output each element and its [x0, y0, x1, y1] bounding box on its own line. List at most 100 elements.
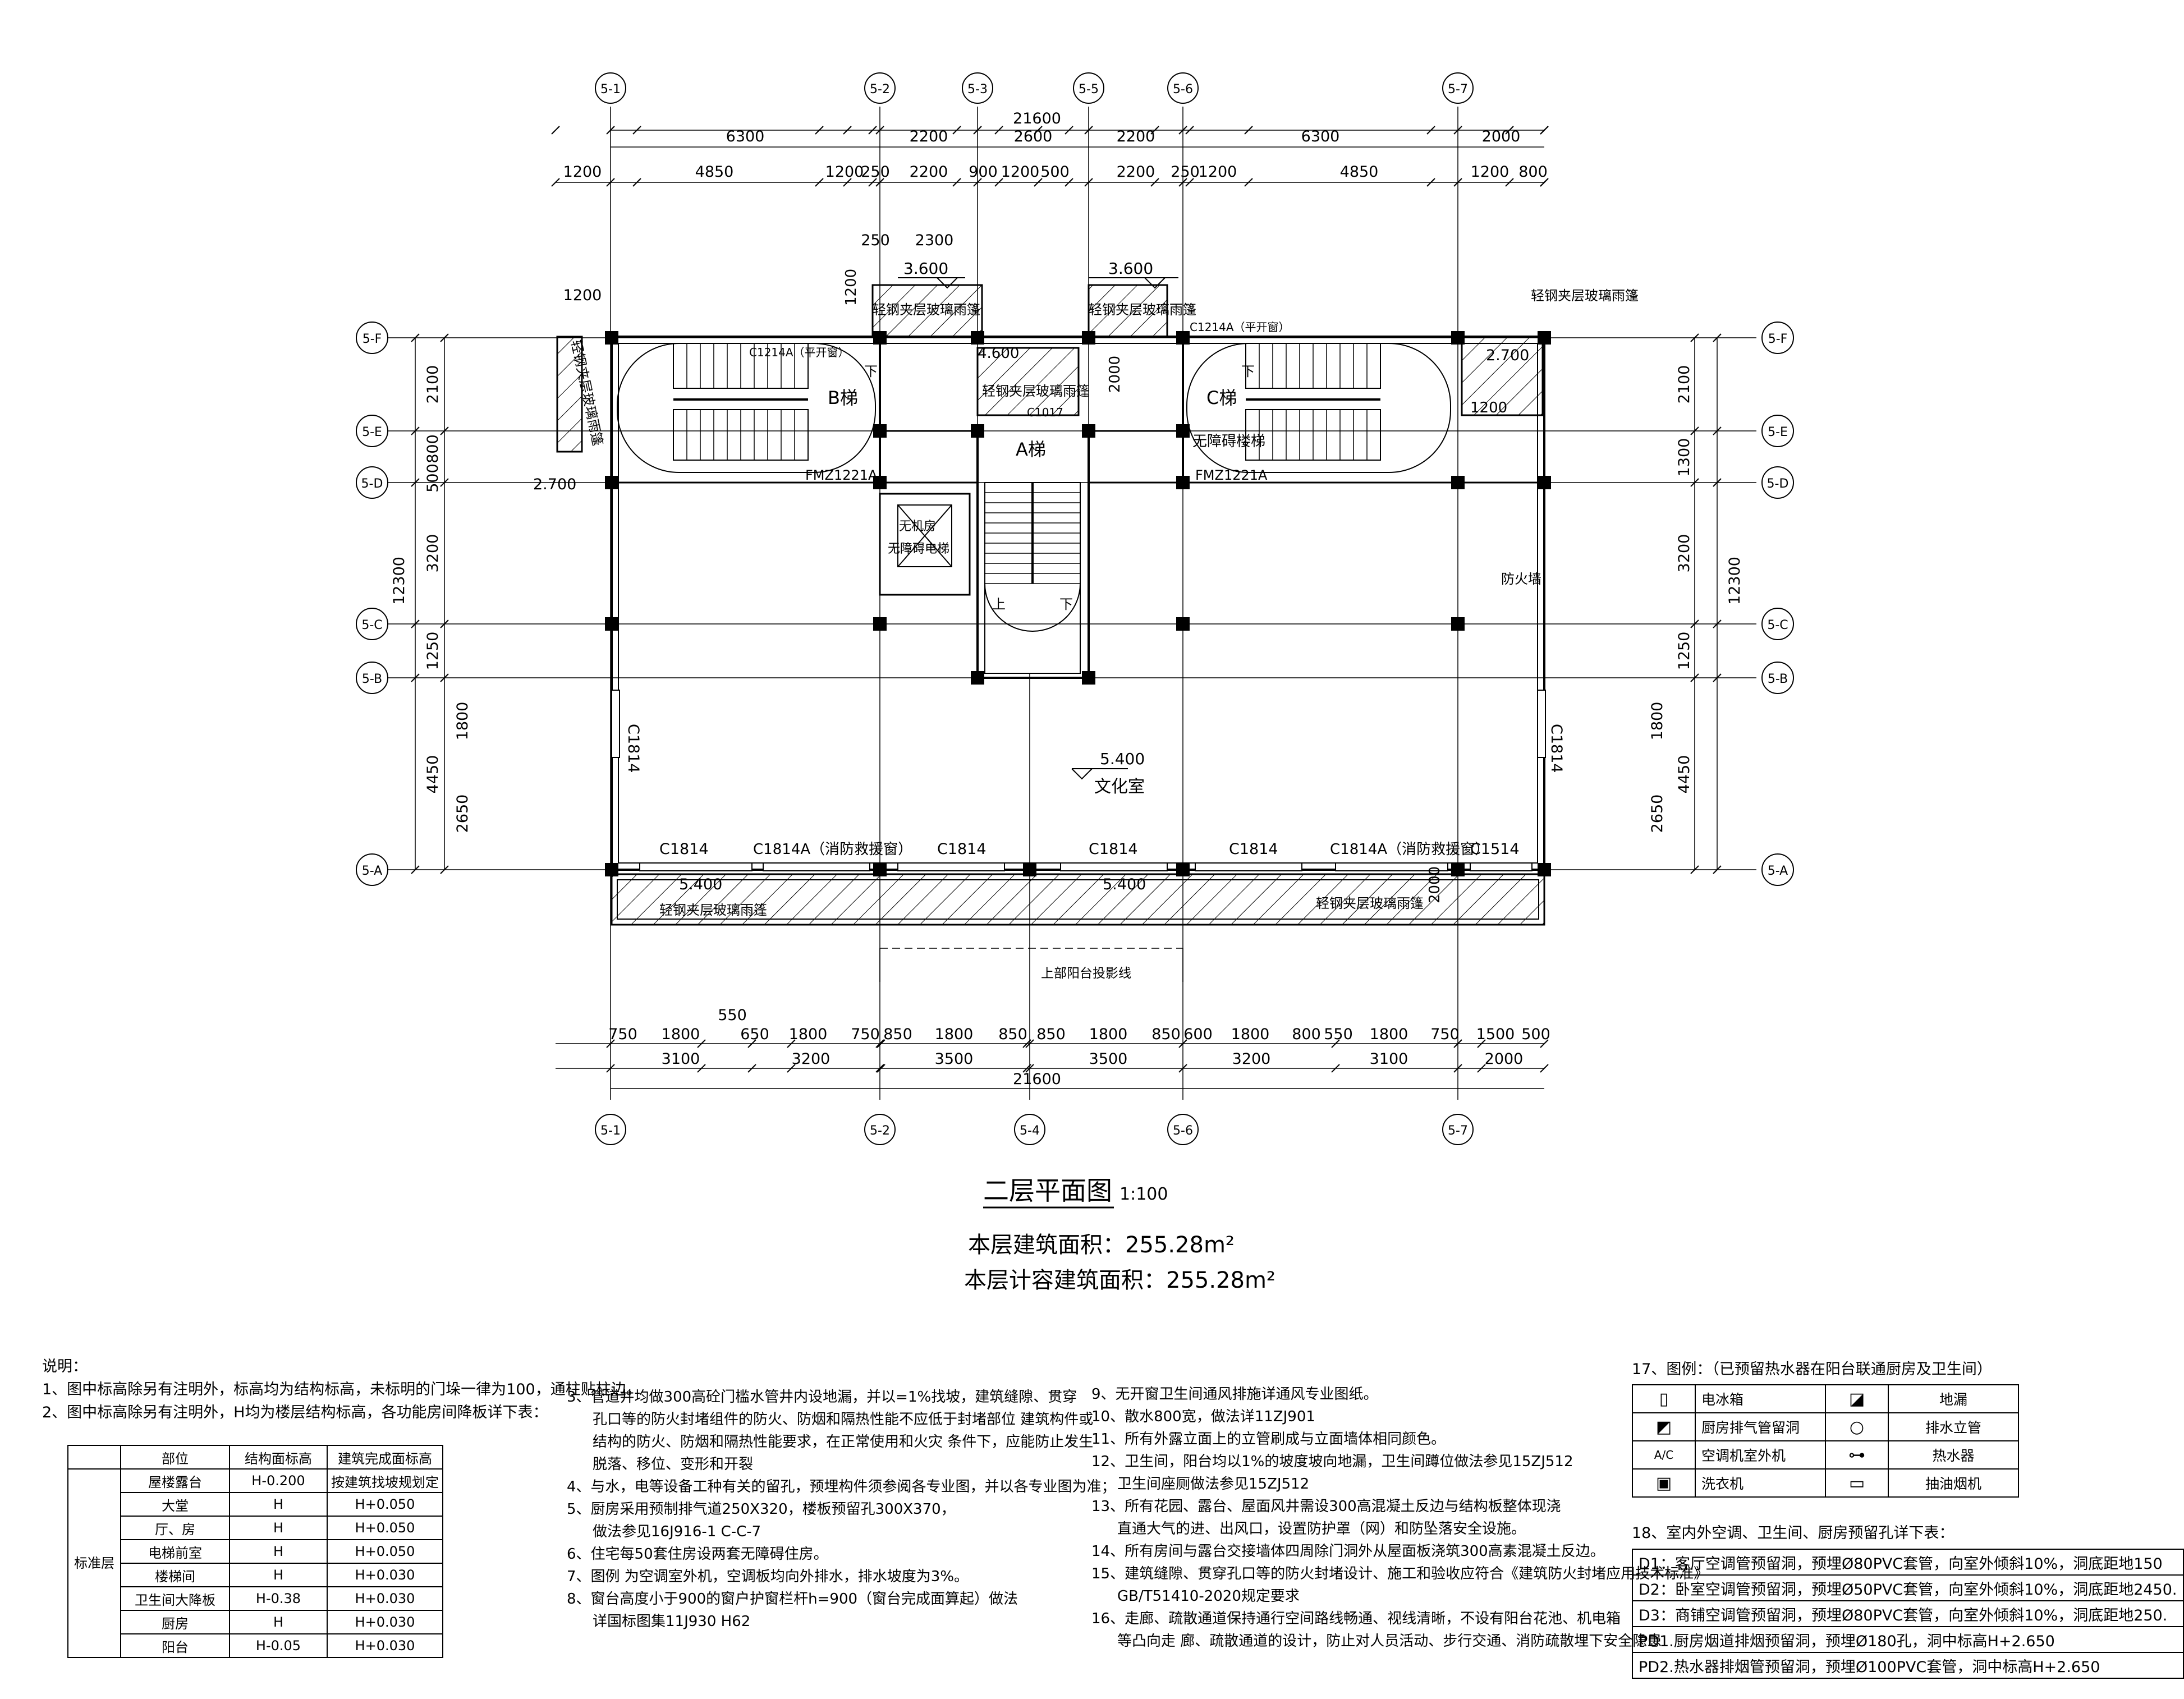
dim-text: 12300	[1726, 557, 1743, 605]
stair-label: A梯	[1016, 439, 1046, 460]
dim-text: 1800	[662, 1026, 700, 1043]
note-line: 11、所有外露立面上的立管刷成与立面墙体相同颜色。	[1091, 1431, 1446, 1448]
column	[1538, 331, 1551, 345]
axis-label: 5-B	[362, 672, 382, 686]
dim-text: 750	[608, 1026, 637, 1043]
note-line: 卫生间座厕做法参见15ZJ512	[1117, 1476, 1310, 1493]
dim-tick	[1690, 619, 1699, 628]
axis-bottom-5: 5-7	[1442, 1114, 1474, 1145]
level-table-cell: H-0.38	[229, 1586, 328, 1611]
dim-tick	[747, 1064, 756, 1073]
floor-drain-icon: ◪	[1825, 1384, 1889, 1413]
dim-tick	[411, 426, 420, 435]
dim-tick	[606, 178, 615, 187]
axis-left-D: 5-D	[356, 466, 388, 499]
fridge-icon: ▯	[1632, 1384, 1696, 1413]
window-label: C1814	[625, 724, 642, 773]
holes-row: D2：卧室空调管预留洞，预埋Ø50PVC套管，向室外倾斜10%，洞底距地2450…	[1632, 1574, 2184, 1601]
dim-text: 3200	[1676, 534, 1693, 573]
level-table-cell: H-0.200	[229, 1468, 328, 1493]
column	[605, 617, 618, 631]
level-table-group: 标准层	[67, 1468, 121, 1658]
dim-tick	[1426, 178, 1435, 187]
dim-tick	[1331, 1039, 1340, 1048]
level-table-cell: H+0.030	[327, 1586, 443, 1611]
dim-text: 600	[1183, 1026, 1213, 1043]
note-line: 详国标图集11J930 H62	[593, 1613, 751, 1630]
level-table-cell: H	[229, 1563, 328, 1587]
dim-tick	[994, 126, 1003, 135]
legend-label: 排水立管	[1888, 1412, 2019, 1441]
dim-text: 850	[883, 1026, 912, 1043]
column	[1023, 863, 1036, 876]
dim-text: 500	[424, 463, 442, 493]
axis-label: 5-2	[870, 1124, 890, 1138]
level-table-cell: 厨房	[120, 1610, 230, 1634]
elevator-label: 无机房	[899, 520, 936, 534]
stair-direction: 下	[864, 364, 878, 379]
dim-text: 850	[998, 1026, 1027, 1043]
dim-text: 1250	[424, 632, 442, 671]
dim-text: 1800	[454, 702, 471, 741]
elevation-mark: 2.700	[533, 476, 576, 493]
dim-tick	[1713, 426, 1722, 435]
dimension-text: 21600 6300 2200 2600 2200 6300 2000 1200…	[563, 110, 1548, 304]
notes-col-3: 9、无开窗卫生间通风排施详通风专业图纸。 10、散水800宽，做法详11ZJ90…	[1091, 1383, 1708, 1652]
note-line: 4、与水，电等设备工种有关的留孔，预埋构件须参阅各专业图，并以各专业图为准；	[567, 1478, 1116, 1495]
dim-text: 2300	[915, 232, 954, 249]
note-line: 直通大气的进、出风口，设置防护罩（网）和防坠落安全设施。	[1117, 1521, 1526, 1537]
stair-a-treads	[985, 482, 1080, 584]
axis-label: 5-B	[1768, 672, 1788, 686]
dim-tick	[973, 126, 982, 135]
window-label: C1814A（消防救援窗）	[753, 841, 912, 858]
dim-tick	[1178, 1039, 1187, 1048]
dim-text: 1200	[563, 287, 602, 304]
dim-text: 1200	[843, 269, 860, 306]
dim-tick	[1505, 178, 1514, 187]
axis-label: 5-1	[600, 82, 621, 97]
level-table-cell: 电梯前室	[120, 1539, 230, 1564]
dim-tick	[411, 333, 420, 342]
column	[1451, 476, 1465, 489]
window-label: C1814	[1548, 724, 1565, 773]
canopy-label: 轻钢夹层玻璃雨篷	[982, 383, 1090, 399]
note-line: 等凸向走 廊、疏散通道的设计，防止对人员活动、步行交通、消防疏散埋下安全隐患	[1117, 1633, 1662, 1650]
dim-text: 1200	[1001, 163, 1040, 181]
note-line: 6、住宅每50套住房设两套无障碍住房。	[567, 1546, 828, 1563]
firewall-label: 防火墙	[1501, 571, 1541, 587]
axis-label: 5-F	[363, 332, 382, 346]
dim-text: 1800	[1089, 1026, 1128, 1043]
dim-tick	[1034, 178, 1043, 187]
dim-tick	[1713, 865, 1722, 874]
axis-label: 5-4	[1020, 1124, 1040, 1138]
window-label: C1514	[1470, 841, 1520, 858]
dim-text: 2100	[424, 365, 442, 404]
dim-tick	[440, 333, 449, 342]
dim-tick	[747, 1039, 756, 1048]
dim-text: 4850	[1340, 163, 1379, 181]
kitchen-exhaust-icon: ◩	[1632, 1412, 1696, 1441]
legend-label: 抽油烟机	[1888, 1468, 2019, 1498]
dim-text: 1200	[563, 163, 602, 181]
axis-label: 5-3	[967, 82, 988, 97]
note-line: 16、走廊、疏散通道保持通行空间路线畅通、视线清晰，不设有阳台花池、机电箱	[1091, 1610, 1621, 1627]
legend-table: ▯ 电冰箱 ◪ 地漏 ◩ 厨房排气管留洞 ○ 排水立管 A/C 空调机室外机 ⊶…	[1632, 1384, 2019, 1498]
axis-label: 5-D	[361, 477, 383, 491]
column	[1082, 331, 1095, 345]
axis-top-1: 5-1	[595, 72, 626, 104]
dim-tick	[1244, 126, 1253, 135]
note-line: GB/T51410-2020规定要求	[1117, 1588, 1300, 1605]
floor-area: 本层建筑面积：255.28m²	[968, 1232, 1235, 1258]
dim-tick	[1690, 333, 1699, 342]
walls	[611, 336, 1545, 871]
dim-text: 1800	[1370, 1026, 1408, 1043]
axis-bottom-2: 5-2	[864, 1114, 896, 1145]
axis-left-C: 5-C	[356, 608, 388, 640]
legend-label: 地漏	[1888, 1384, 2019, 1413]
dim-text: 1200	[1470, 400, 1507, 416]
dim-tick	[1713, 333, 1722, 342]
balcony-projection-label: 上部阳台投影线	[1041, 966, 1131, 981]
dim-tick	[787, 1039, 796, 1048]
dim-tick	[1540, 178, 1549, 187]
level-table-cell: 卫生间大降板	[120, 1586, 230, 1611]
